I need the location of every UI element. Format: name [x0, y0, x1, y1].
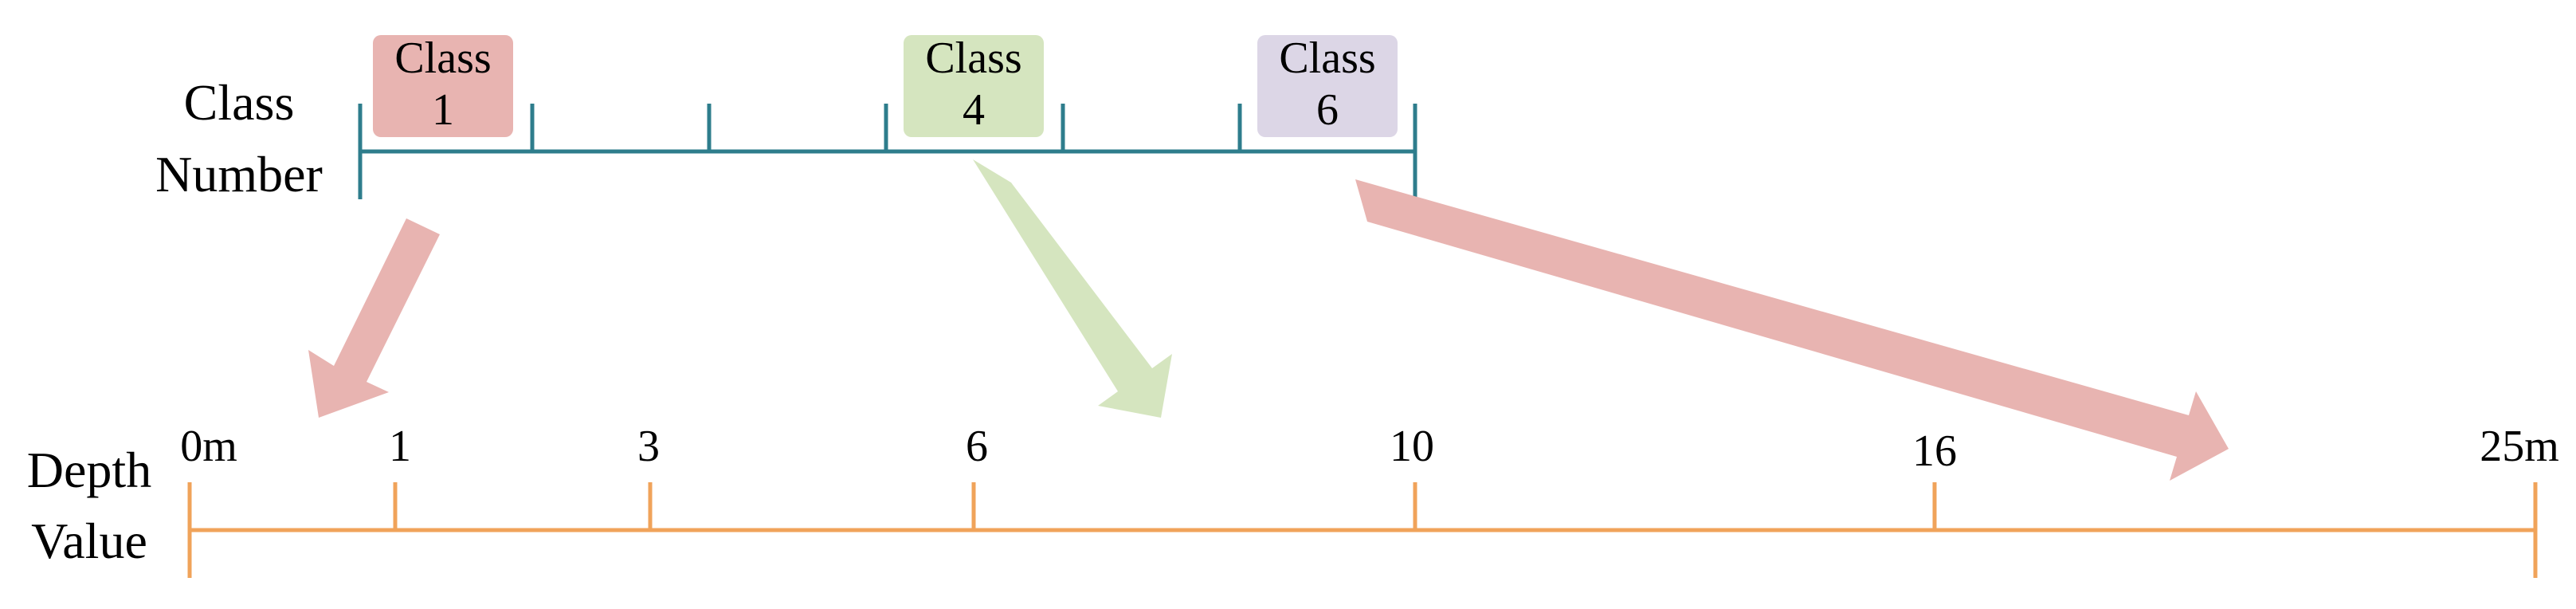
class-number-axis: Class Number [155, 74, 1417, 202]
depth-tick-label-16: 16 [1912, 426, 1957, 476]
depth-tick-label-25m: 25m [2480, 422, 2559, 471]
class-box-6-label-line2: 6 [1316, 85, 1339, 135]
class-box-1-label-line2: 1 [432, 85, 454, 135]
depth-tick-label-0m: 0m [180, 422, 237, 471]
depth-tick-label-1: 1 [389, 422, 411, 471]
mapping-arrows [308, 159, 2229, 481]
class-box-1: Class 1 [373, 33, 513, 137]
class-box-6: Class 6 [1257, 33, 1398, 137]
class-box-4: Class 4 [904, 33, 1044, 137]
depth-value-axis: Depth Value 0m 1 3 6 10 16 25m [27, 422, 2559, 578]
depth-tick-label-10: 10 [1390, 422, 1434, 471]
class-box-4-label-line2: 4 [963, 85, 985, 135]
depth-tick-label-3: 3 [637, 422, 660, 471]
arrow-class1-to-depth1 [308, 218, 440, 418]
depth-axis-label-line2: Value [31, 513, 147, 569]
depth-axis-label-line1: Depth [27, 442, 151, 498]
class-box-4-label-line1: Class [925, 33, 1021, 83]
arrow-class4-to-depth6 [973, 159, 1172, 418]
arrow-class6-to-depth16 [1355, 179, 2229, 481]
class-box-1-label-line1: Class [394, 33, 491, 83]
depth-tick-label-6: 6 [966, 422, 988, 471]
class-axis-label-line1: Class [184, 74, 295, 131]
class-axis-label-line2: Number [155, 146, 323, 202]
class-box-6-label-line1: Class [1279, 33, 1375, 83]
class-box-1-background [373, 35, 513, 137]
class-box-6-background [1257, 35, 1398, 137]
class-box-4-background [904, 35, 1044, 137]
